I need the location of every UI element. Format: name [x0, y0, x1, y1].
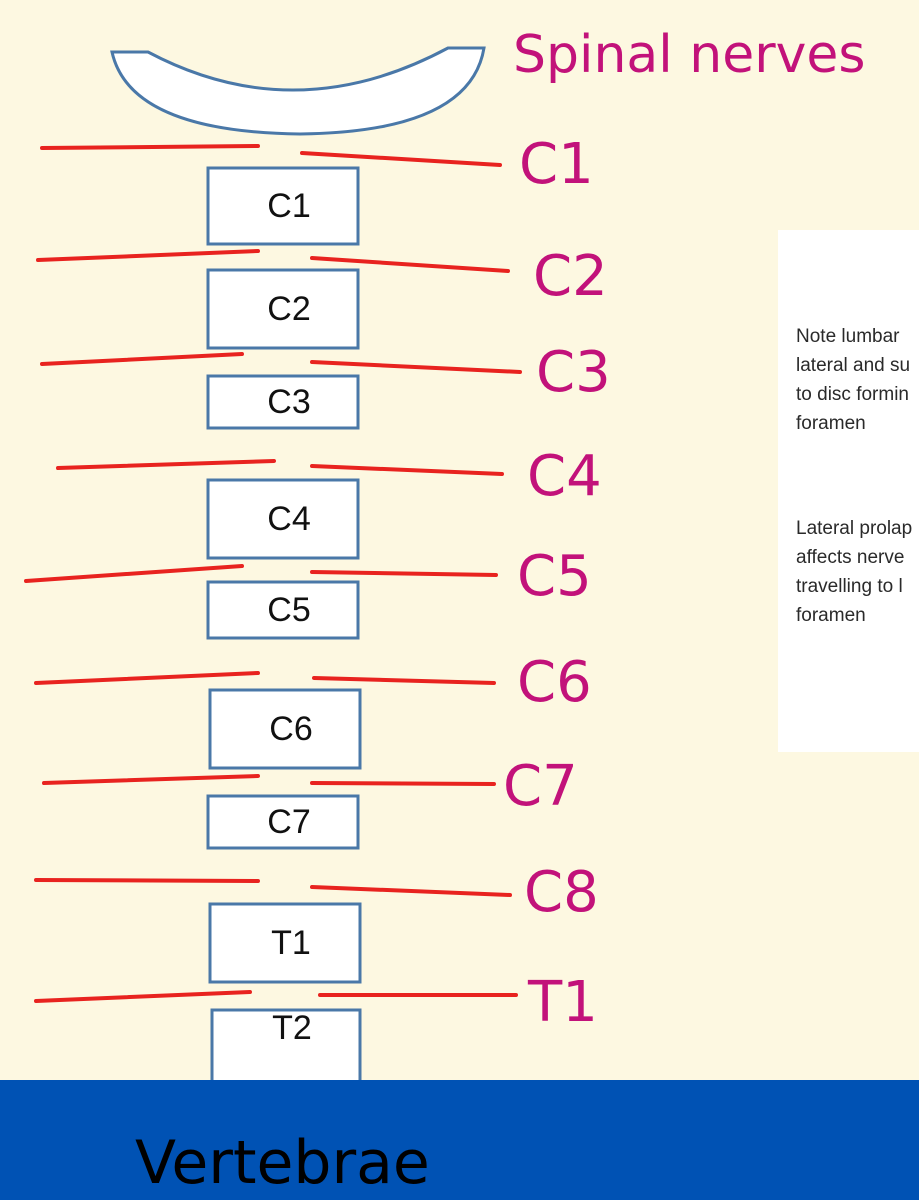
nerve-line [310, 256, 510, 273]
nerve-line [42, 774, 260, 785]
vertebra-label: C5 [267, 591, 310, 629]
vertebra-box [206, 166, 360, 246]
note-line: travelling to l [796, 576, 903, 597]
note-line: affects nerve [796, 547, 905, 568]
nerve-label: C4 [527, 444, 602, 509]
note-line: lateral and su [796, 355, 911, 376]
vertebra-label: C4 [267, 500, 310, 538]
spinal-nerves-title: Spinal nerves [513, 25, 865, 85]
nerve-line [40, 352, 244, 366]
nerve-line [40, 144, 260, 150]
nerve-line [310, 360, 522, 374]
vertebra-box [206, 478, 360, 560]
note-paragraph-1: Note lumbar lateral and su to disc formi… [796, 322, 919, 438]
nerve-line [310, 464, 504, 476]
nerve-label: C5 [517, 544, 592, 609]
nerve-lines [24, 144, 522, 1003]
vertebra-box [210, 1008, 362, 1088]
nerve-label: C2 [533, 244, 608, 309]
note-line: to disc formin [796, 384, 909, 405]
nerve-line [34, 671, 260, 685]
vertebra-label: C3 [267, 383, 310, 421]
note-paragraph-2: Lateral prolap affects nerve travelling … [796, 514, 919, 630]
vertebra-label: T2 [272, 1009, 312, 1047]
vertebrae-label: Vertebrae [135, 1128, 430, 1198]
vertebra-box [206, 794, 360, 850]
vertebra-label: C6 [269, 710, 312, 748]
vertebra-box [206, 374, 360, 430]
vertebra-box [208, 688, 362, 770]
nerve-line [310, 781, 496, 786]
note-line: Lateral prolap [796, 518, 913, 539]
spinal-cord-arc [110, 46, 486, 136]
nerve-label: C1 [519, 132, 594, 197]
note-line: foramen [796, 605, 866, 626]
note-panel: Note lumbar lateral and su to disc formi… [778, 230, 919, 752]
vertebra-box [208, 902, 362, 984]
nerve-line [56, 459, 276, 470]
nerve-line [36, 249, 260, 262]
nerve-line [310, 570, 498, 577]
nerve-line [24, 564, 244, 583]
footer-bar [0, 1080, 919, 1200]
vertebra-label: C7 [267, 803, 310, 841]
nerve-line [34, 878, 260, 883]
nerve-label: C7 [503, 754, 578, 819]
nerve-label: C3 [536, 340, 611, 405]
nerve-label: C6 [517, 650, 592, 715]
nerve-label: T1 [527, 970, 598, 1035]
nerve-line [310, 885, 512, 897]
nerve-line [312, 676, 496, 685]
vertebra-box [206, 580, 360, 640]
nerve-line [34, 990, 252, 1003]
nerve-line [300, 151, 502, 167]
nerve-label: C8 [524, 860, 599, 925]
note-line: foramen [796, 413, 866, 434]
vertebra-box [206, 268, 360, 350]
vertebra-label: T1 [271, 924, 311, 962]
vertebra-label: C2 [267, 290, 310, 328]
vertebra-label: C1 [267, 187, 310, 225]
note-line: Note lumbar [796, 326, 900, 347]
